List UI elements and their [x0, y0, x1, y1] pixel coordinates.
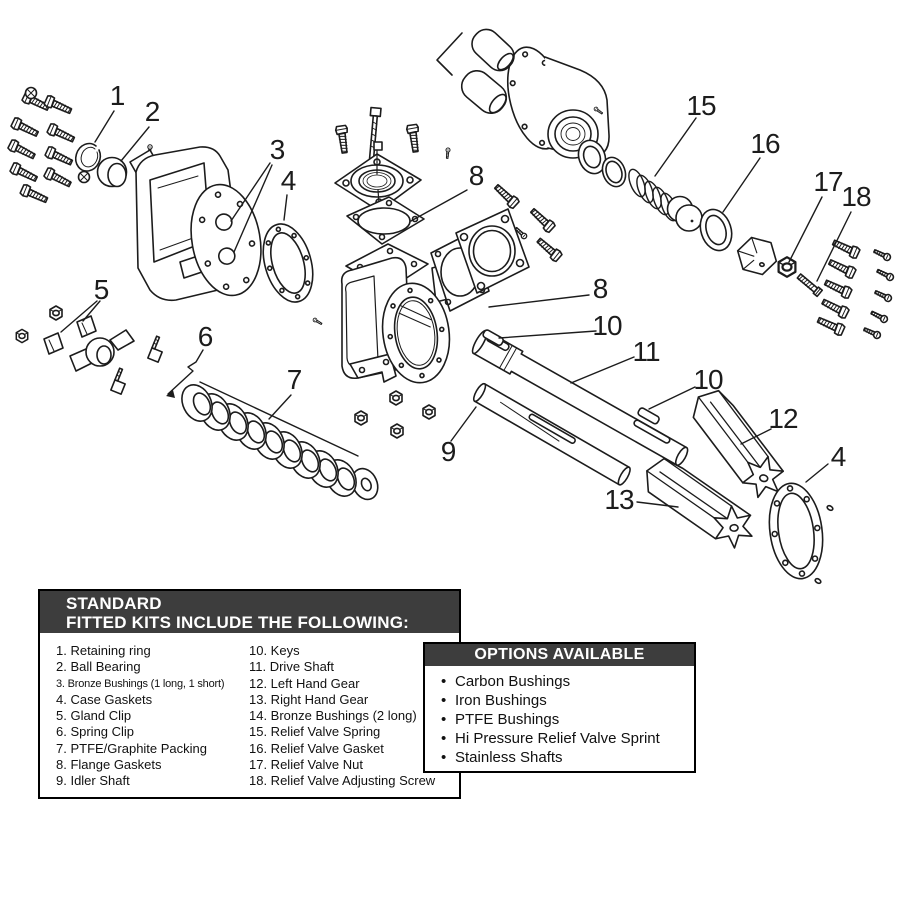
options-box-header: OPTIONS AVAILABLE — [425, 644, 694, 666]
kit-item: 17. Relief Valve Nut — [249, 757, 363, 773]
kit-item: 4. Case Gaskets — [56, 691, 153, 707]
kit-item: 13. Right Hand Gear — [249, 691, 369, 707]
option-item: PTFE Bushings — [439, 710, 690, 729]
tiny-screw — [312, 317, 324, 326]
direction-arrow — [436, 32, 463, 76]
options-box: OPTIONS AVAILABLE Carbon BushingsIron Bu… — [423, 642, 696, 773]
kit-item: 12. Left Hand Gear — [249, 675, 360, 691]
kit-item: 16. Relief Valve Gasket — [249, 740, 384, 756]
relief-valve-washers — [577, 139, 627, 188]
relief-valve-piston — [666, 195, 703, 232]
relief-valve-adjusting-screw — [796, 273, 824, 298]
ball-bearing-bushing — [96, 156, 128, 188]
bearing-housing — [129, 146, 262, 302]
option-item: Carbon Bushings — [439, 672, 690, 691]
kits-title-line2: FITTED KITS INCLUDE THE FOLLOWING: — [66, 613, 409, 632]
kit-item: 18. Relief Valve Adjusting Screw — [249, 773, 436, 789]
flange-gasket-1 — [346, 196, 425, 245]
kit-item: 10. Keys — [249, 643, 300, 658]
relief-valve-cap — [736, 236, 778, 276]
kit-item: 8. Flange Gaskets — [56, 757, 162, 773]
cover-plate — [334, 141, 422, 212]
tiny-screw — [444, 147, 451, 160]
option-item: Hi Pressure Relief Valve Sprint — [439, 729, 690, 748]
kit-item: 11. Drive Shaft — [249, 659, 335, 675]
idler-shaft — [472, 382, 631, 486]
relief-valve-nut — [777, 256, 797, 278]
option-item: Iron Bushings — [439, 691, 690, 710]
kit-item: 14. Bronze Bushings (2 long) — [249, 708, 417, 724]
bolt-cluster-right — [815, 236, 896, 341]
packing-stack — [175, 378, 379, 503]
relief-valve-gasket — [699, 208, 733, 252]
bolt-cluster-left — [6, 86, 91, 207]
options-list: Carbon BushingsIron BushingsPTFE Bushing… — [439, 672, 690, 767]
kit-item: 15. Relief Valve Spring — [249, 724, 381, 740]
cover-bolts — [334, 106, 423, 171]
kit-item: 1. Retaining ring — [56, 643, 151, 658]
kits-box-header: STANDARD FITTED KITS INCLUDE THE FOLLOWI… — [40, 591, 459, 633]
retaining-ring — [75, 142, 102, 172]
kit-item: 5. Gland Clip — [56, 708, 132, 724]
relief-valve-housing — [507, 46, 610, 159]
gland-clip-parts — [15, 305, 163, 395]
kits-title-line1: STANDARD — [66, 594, 162, 613]
kit-item: 3. Bronze Bushings (1 long, 1 short) — [56, 677, 225, 690]
kit-item: 9. Idler Shaft — [56, 773, 130, 789]
key-1 — [482, 329, 504, 347]
case-gasket-top — [262, 223, 314, 303]
key-2 — [637, 407, 660, 425]
pump-body — [340, 243, 461, 439]
standard-kits-box: STANDARD FITTED KITS INCLUDE THE FOLLOWI… — [38, 589, 461, 799]
flange-plate — [455, 208, 530, 294]
kit-item: 2. Ball Bearing — [56, 659, 141, 675]
leader-lines — [60, 110, 852, 508]
kit-item: 6. Spring Clip — [56, 724, 135, 740]
case-gasket-bottom — [768, 482, 834, 585]
bronze-bushings-long — [436, 28, 515, 114]
kit-item: 7. PTFE/Graphite Packing — [56, 740, 208, 756]
option-item: Stainless Shafts — [439, 748, 690, 767]
